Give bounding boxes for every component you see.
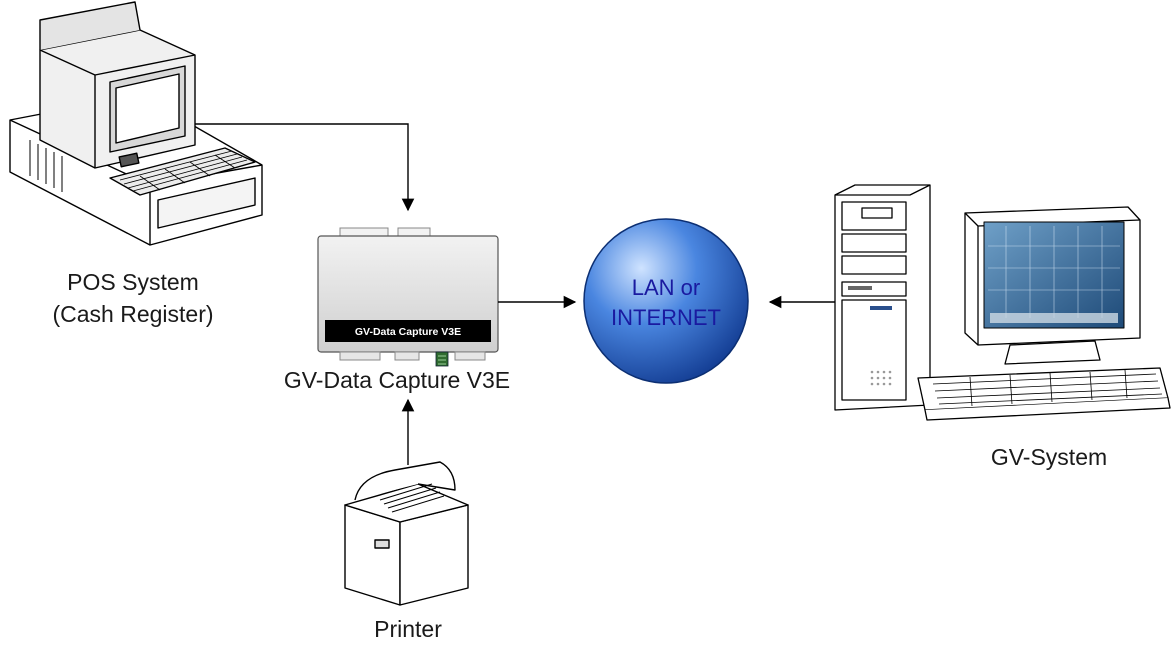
data-capture-device-icon: GV-Data Capture V3E bbox=[317, 227, 499, 367]
network-label-line2: INTERNET bbox=[611, 305, 721, 330]
pos-to-capture-line bbox=[195, 123, 415, 212]
device-plate-label: GV-Data Capture V3E bbox=[355, 326, 461, 338]
pos-system-icon bbox=[9, 1, 263, 246]
connection-lines bbox=[195, 123, 835, 465]
printer-icon bbox=[344, 461, 469, 606]
printer-label: Printer bbox=[374, 616, 442, 642]
pos-label-line1: POS System bbox=[67, 269, 199, 295]
pos-label-line2: (Cash Register) bbox=[52, 301, 213, 327]
capture-label: GV-Data Capture V3E bbox=[284, 367, 510, 393]
network-label-line1: LAN or bbox=[632, 275, 700, 300]
network-globe: LAN or INTERNET bbox=[583, 218, 749, 384]
gvsystem-label: GV-System bbox=[991, 444, 1107, 470]
gv-system-icon bbox=[834, 184, 1171, 421]
